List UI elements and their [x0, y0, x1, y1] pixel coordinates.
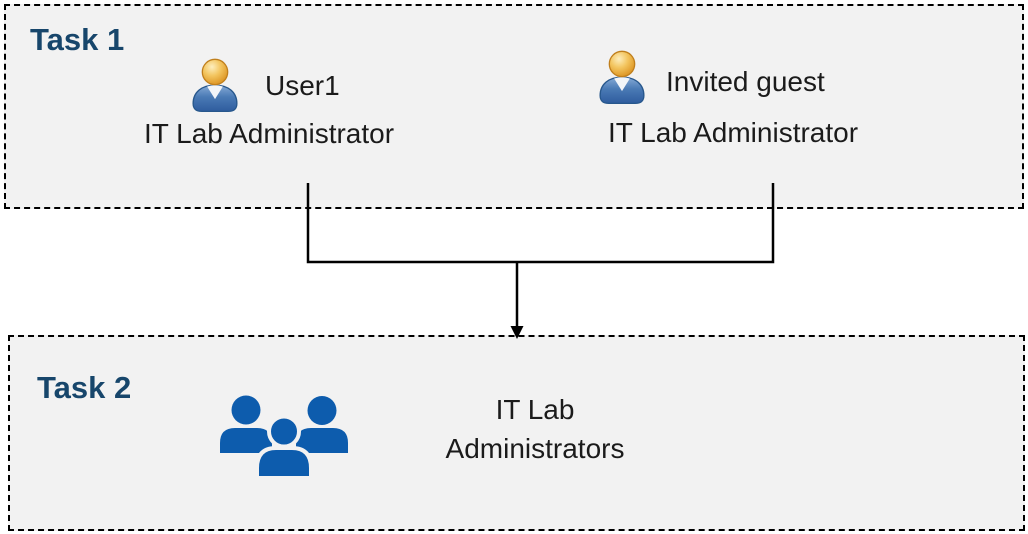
task1-box: Task 1 User1 IT Lab Administrator Invite…	[4, 4, 1024, 209]
person-icon	[192, 58, 238, 113]
task2-box: Task 2 IT Lab Administrators	[8, 335, 1025, 531]
person-icon	[599, 50, 645, 105]
member-name: Invited guest	[666, 66, 825, 97]
member-role: IT Lab Administrator	[608, 117, 859, 148]
member-name: User1	[265, 70, 340, 101]
task2-label: Task 2	[37, 370, 132, 405]
task1-label: Task 1	[30, 22, 125, 57]
people-group-icon	[220, 395, 348, 480]
group-name: IT Lab Administrators	[445, 394, 625, 464]
member-role: IT Lab Administrator	[144, 118, 395, 149]
